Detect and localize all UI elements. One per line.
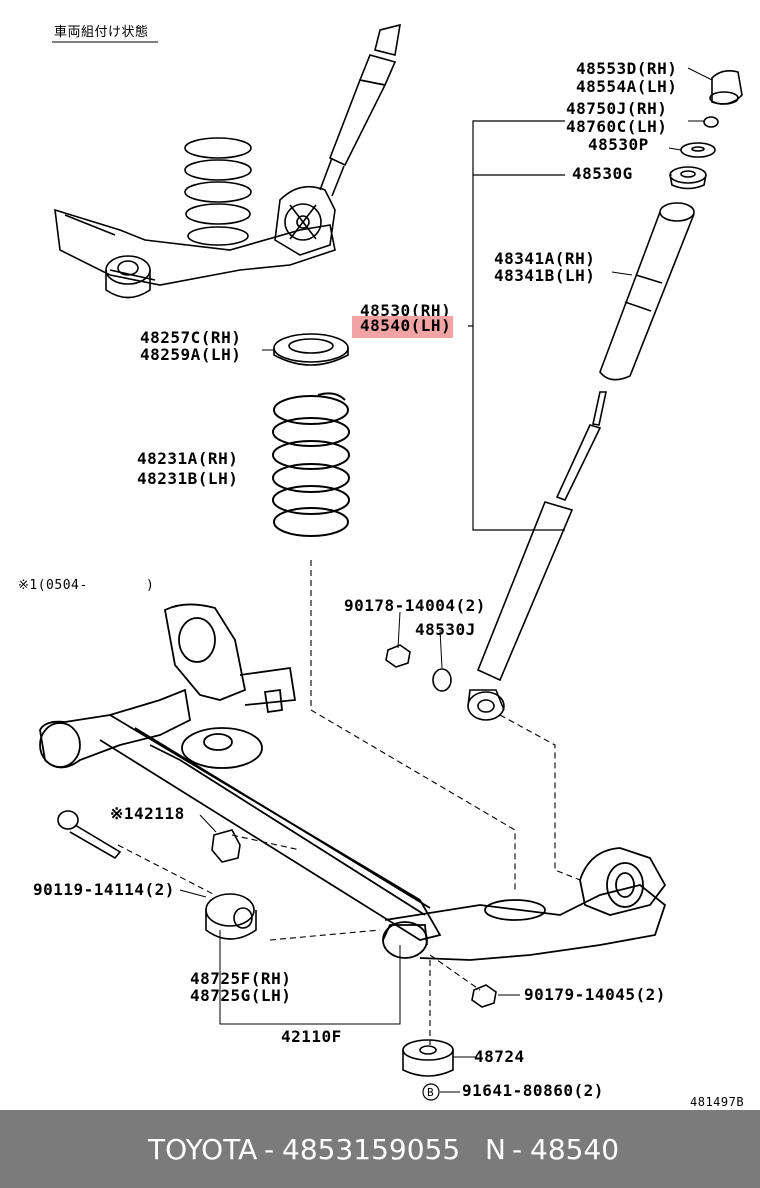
label-48725f: 48725F(RH) (190, 969, 292, 988)
label-48231b: 48231B(LH) (137, 469, 239, 488)
label-91641: 91641-80860(2) (462, 1081, 604, 1100)
footer-sep-1: - (264, 1132, 275, 1166)
footer-brand: TOYOTA (148, 1132, 258, 1166)
label-48257c: 48257C(RH) (140, 328, 242, 347)
inset-assembly-illustration (54, 23, 401, 299)
shock-dust-cover (599, 202, 695, 381)
footer-group: 48540 (530, 1132, 620, 1166)
label-90178: 90178-14004(2) (344, 596, 486, 615)
label-48231a: 48231A(RH) (137, 449, 239, 468)
label-48554a: 48554A(LH) (576, 77, 678, 96)
label-90179: 90179-14045(2) (524, 985, 666, 1004)
footer-sep-2: - (512, 1132, 523, 1166)
label-90119: 90119-14114(2) (33, 880, 175, 899)
axle-beam-assembly (39, 603, 667, 961)
label-48530p: 48530P (588, 135, 649, 154)
label-48530g: 48530G (572, 164, 633, 183)
label-42110f: 42110F (281, 1027, 342, 1046)
spring-upper-seat (273, 333, 349, 366)
footer-ref: N (485, 1132, 506, 1166)
label-48724: 48724 (474, 1047, 525, 1066)
small-parts (57, 644, 497, 1101)
label-48725g: 48725G(LH) (190, 986, 292, 1005)
footer-bar: TOYOTA - 4853159055 N - 48540 (0, 1110, 760, 1188)
diagram-code: 481497B (690, 1095, 745, 1109)
suspension-exploded-diagram (39, 23, 743, 1101)
header-note: 車両組付け状態 (54, 25, 149, 40)
label-48341b: 48341B(LH) (494, 266, 596, 285)
coil-spring (272, 392, 350, 537)
callout-lines (179, 67, 713, 1093)
label-48530j: 48530J (415, 620, 476, 639)
label-48530-rh: 48530(RH) (360, 301, 452, 320)
label-42118: ※142118 (110, 804, 185, 823)
label-48553d: 48553D(RH) (576, 59, 678, 78)
label-48259a: 48259A(LH) (140, 345, 242, 364)
marker-b: B (427, 1086, 435, 1099)
label-48760c: 48760C(LH) (566, 117, 668, 136)
label-48750j: 48750J(RH) (566, 99, 668, 118)
label-48540-lh-highlighted: 48540(LH) (352, 316, 454, 338)
shock-absorber (467, 391, 607, 721)
upper-mount-parts (468, 70, 743, 531)
footer-part-number: 4853159055 (282, 1132, 461, 1166)
note-date-range: ※1(0504- ) (18, 578, 155, 593)
leader-lines (117, 560, 581, 1045)
label-48341a: 48341A(RH) (494, 249, 596, 268)
